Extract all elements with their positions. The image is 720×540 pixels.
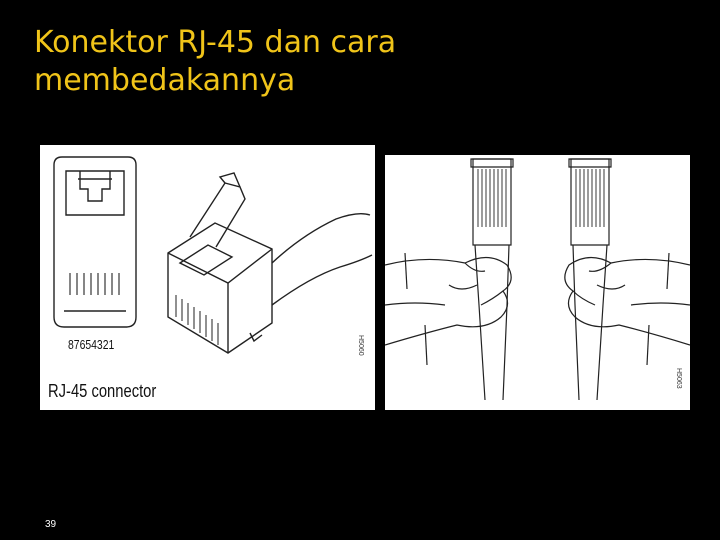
cable-top <box>271 212 371 264</box>
rj45-drawing <box>53 156 373 354</box>
right-connector <box>568 158 612 401</box>
left-hand <box>385 252 512 366</box>
left-connector <box>470 158 514 401</box>
figure-caption: RJ-45 connector <box>48 381 157 401</box>
front-view-pins <box>69 273 120 295</box>
title-line-1: Konektor RJ-45 dan cara <box>34 25 397 60</box>
right-hand <box>564 252 690 366</box>
rj45-figure: 87654321 RJ-45 connector H5060 <box>40 145 690 415</box>
cable-bottom <box>271 254 373 306</box>
connector-comparison-illustration: H5063 <box>385 155 690 410</box>
rj45-connector-illustration: 87654321 RJ-45 connector H5060 <box>40 145 375 410</box>
hands-holding-connectors <box>385 158 690 401</box>
plug-body <box>167 222 273 354</box>
slide-page-number: 39 <box>45 519 57 530</box>
front-view-outline <box>53 156 137 328</box>
title-line-2: membedakannya <box>34 63 296 98</box>
figure-id-right: H5063 <box>675 368 682 389</box>
pinout-label: 87654321 <box>68 337 115 352</box>
figure-id-left: H5060 <box>357 335 364 356</box>
plug-latch <box>189 182 246 248</box>
slide-title: Konektor RJ-45 dan cara membedakannya <box>34 24 634 100</box>
